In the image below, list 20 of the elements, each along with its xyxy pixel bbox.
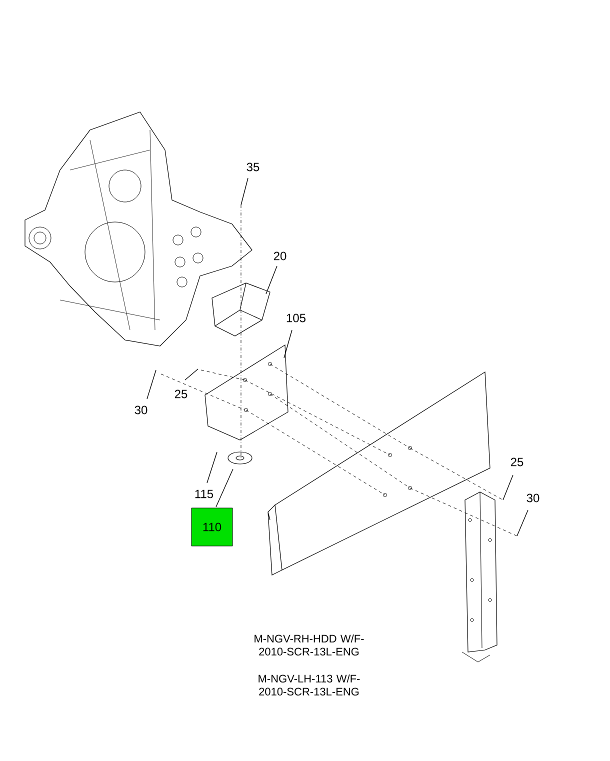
callout-number: 35 <box>246 162 260 172</box>
callout-number: 30 <box>134 406 148 414</box>
leader-line <box>240 178 248 206</box>
leader-line <box>206 452 218 484</box>
leader-line <box>146 370 156 400</box>
leader-line <box>266 266 278 294</box>
leader-line <box>502 474 514 500</box>
callout-box: 110 <box>191 508 233 546</box>
callout-number: 115 <box>195 490 214 498</box>
leader-line <box>284 330 292 358</box>
callout-number: 105 <box>286 314 306 322</box>
callout-number: 30 <box>526 494 540 502</box>
note-text: M-NGV-RH-HDD W/F-2010-SCR-13L-ENG <box>254 634 364 656</box>
leader-line <box>216 468 234 508</box>
leader-line <box>516 510 528 536</box>
callout-number: 25 <box>510 458 524 466</box>
leader-line <box>184 368 198 380</box>
callout-number: 20 <box>274 252 286 260</box>
note-text: M-NGV-LH-113 W/F-2010-SCR-13L-ENG <box>258 674 360 696</box>
callout-number: 25 <box>174 390 188 398</box>
